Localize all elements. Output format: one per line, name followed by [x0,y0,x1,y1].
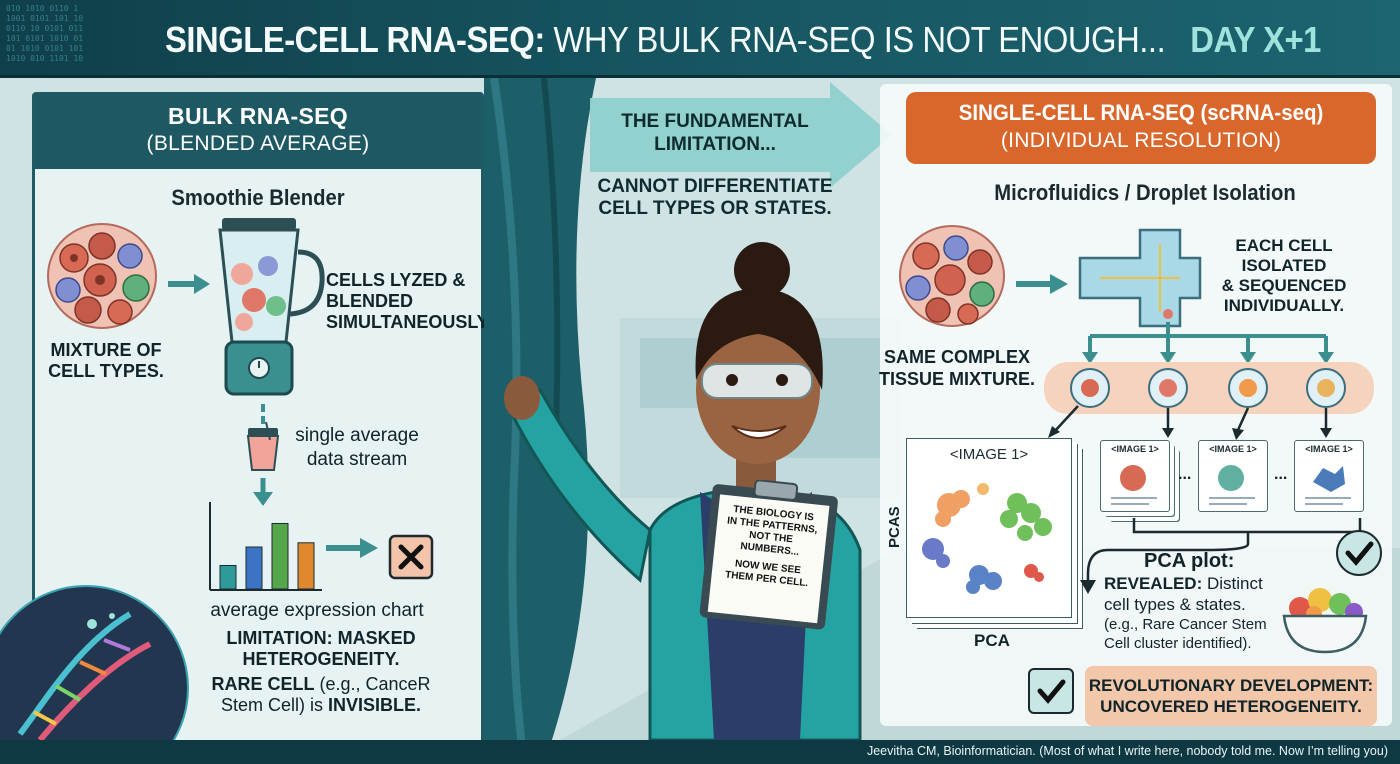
revealed-bold: REVEALED: [1104,574,1203,593]
cannot-differentiate-text: CANNOT DIFFERENTIATE CELL TYPES OR STATE… [586,176,844,220]
cell-image-2 [1209,465,1255,505]
sc-title: SINGLE-CELL RNA-SEQ (scRNA-seq) [958,100,1324,125]
title-day: DAY X+1 [1190,19,1321,60]
revolutionary-line2: UNCOVERED HETEROGENEITY. [1100,697,1362,716]
isolated-line3: INDIVIDUALLY. [1223,296,1345,315]
cell-mixture-icon [47,223,157,329]
revealed-regular: Distinct [1202,574,1263,593]
author-credit: Jeevitha CM, Bioinformatician. (Most of … [866,744,1388,758]
cell-image-card-2: <IMAGE 1> [1198,440,1268,512]
revolutionary-line1: REVOLUTIONARY DEVELOPMENT: [1088,676,1374,695]
rare-cell-text: RARE CELL (e.g., CanceR Stem Cell) is IN… [208,674,434,716]
arrow-to-x-icon [326,538,378,558]
microfluidic-chip-icon [1078,228,1334,364]
pca-x-axis-label: PCA [974,631,1010,650]
ellipsis-2: ... [1274,466,1288,483]
bulk-header: BULK RNA-SEQ (BLENDED AVERAGE) [35,95,481,169]
arrow-icon [168,274,210,294]
cell-image-card-3: <IMAGE 1> [1294,440,1364,512]
mini-card-label-1: <IMAGE 1> [1111,444,1159,454]
mini-card-label-2: <IMAGE 1> [1209,444,1257,454]
lyzed-label: CELLS LYZED & BLENDED SIMULTANEOUSLY. [326,270,492,332]
mini-card-label-3: <IMAGE 1> [1305,444,1353,454]
pca-image-label: <IMAGE 1> [949,446,1029,463]
limitation-text: LIMITATION: MASKED HETEROGENEITY. [208,628,434,670]
bulk-title: BULK RNA-SEQ [168,103,348,129]
smoothie-cup-icon [246,404,280,506]
pca-plot-title: PCA plot: [1144,550,1235,572]
bulk-subtitle: (BLENDED AVERAGE) [146,132,370,155]
pca-reveal-text: PCA plot: REVEALED: Distinct cell types … [1104,550,1294,653]
sc-header-banner: SINGLE-CELL RNA-SEQ (scRNA-seq) (INDIVID… [906,92,1376,164]
droplet-arrows [1048,405,1332,440]
tissue-line2: TISSUE MIXTURE. [878,369,1035,389]
cell-image-1 [1111,465,1157,505]
title-main: SINGLE-CELL RNA-SEQ: [165,19,545,60]
arrow-line2: LIMITATION... [654,134,776,155]
bulk-rna-panel: BULK RNA-SEQ (BLENDED AVERAGE) Smoothie … [32,92,484,748]
ellipsis-1: ... [1178,466,1192,483]
invisible-bold: INVISIBLE. [328,695,422,715]
droplet-row [1044,362,1374,414]
mixture-label: MIXTURE OF CELL TYPES. [48,340,164,381]
limitation-line2: HETEROGENEITY. [242,649,400,669]
average-expression-chart [209,502,322,591]
pca-cluster-plot [922,483,1052,594]
revealed-line3: (e.g., Rare Cancer Stem [1104,616,1267,633]
tissue-label: SAME COMPLEX TISSUE MIXTURE. [872,346,1042,390]
tissue-mixture-icon [899,225,1005,327]
cell-image-card-1: <IMAGE 1> [1100,440,1170,512]
revealed-line2: cell types & states. [1104,595,1246,614]
check-icon-top [1336,530,1382,576]
smoothie-blender-label: Smoothie Blender [171,185,345,210]
blender-icon [218,218,325,396]
isolated-line1: EACH CELL ISOLATED [1235,236,1333,275]
limitation-arrow [590,82,892,188]
clipboard-text: THE BIOLOGY IS IN THE PATTERNS, NOT THE … [708,502,832,592]
x-mark-icon [388,534,434,580]
chart-label: average expression chart [210,600,424,621]
rare-cell-regular: (e.g., CanceR [314,674,431,694]
pca-image-card: <IMAGE 1> [906,438,1072,618]
stream-label: single average data stream [295,425,419,470]
avg-chart-bar-3 [271,522,289,590]
rare-cell-bold: RARE CELL [211,674,315,694]
desc-line2: CELL TYPES OR STATES. [598,198,832,219]
clipboard-icon [699,480,838,630]
bracket-arrow [1080,518,1362,594]
dna-helix-decoration [0,585,189,740]
microfluidics-label: Microfluidics / Droplet Isolation [994,180,1296,205]
salad-bowl-icon [1282,588,1368,654]
limitation-line1: LIMITATION: MASKED [226,628,416,648]
pca-y-axis-label: PCAS [886,506,903,548]
title-sub: WHY BULK RNA-SEQ IS NOT ENOUGH... [553,19,1166,60]
avg-chart-bar-2 [245,546,263,590]
avg-chart-bar-4 [297,542,315,590]
tissue-line1: SAME COMPLEX [883,347,1030,367]
arrow-line1: THE FUNDAMENTAL [621,111,809,132]
rare-cell-line2: Stem Cell) is [220,695,328,715]
isolated-line2: & SEQUENCED [1221,276,1347,295]
sc-subtitle: (INDIVIDUAL RESOLUTION) [1000,129,1282,152]
arrow-to-chip-icon [1016,274,1068,294]
fundamental-limitation-text: THE FUNDAMENTAL LIMITATION... [596,110,834,156]
binary-code-decoration: 010 1010 0110 1 1001 0101 101 10 0110 10… [6,4,84,63]
cell-image-3 [1305,466,1351,505]
revealed-line4: Cell cluster identified). [1104,635,1252,652]
check-icon-bottom [1028,668,1074,714]
isolated-label: EACH CELL ISOLATED & SEQUENCED INDIVIDUA… [1194,236,1374,316]
footer-bar: Jeevitha CM, Bioinformatician. (Most of … [0,740,1400,764]
page-title: SINGLE-CELL RNA-SEQ: WHY BULK RNA-SEQ IS… [165,18,1321,62]
revolutionary-box: REVOLUTIONARY DEVELOPMENT: UNCOVERED HET… [1085,666,1377,726]
desc-line1: CANNOT DIFFERENTIATE [597,176,833,197]
avg-chart-bar-1 [219,564,237,590]
header-bar: 010 1010 0110 1 1001 0101 101 10 0110 10… [0,0,1400,78]
